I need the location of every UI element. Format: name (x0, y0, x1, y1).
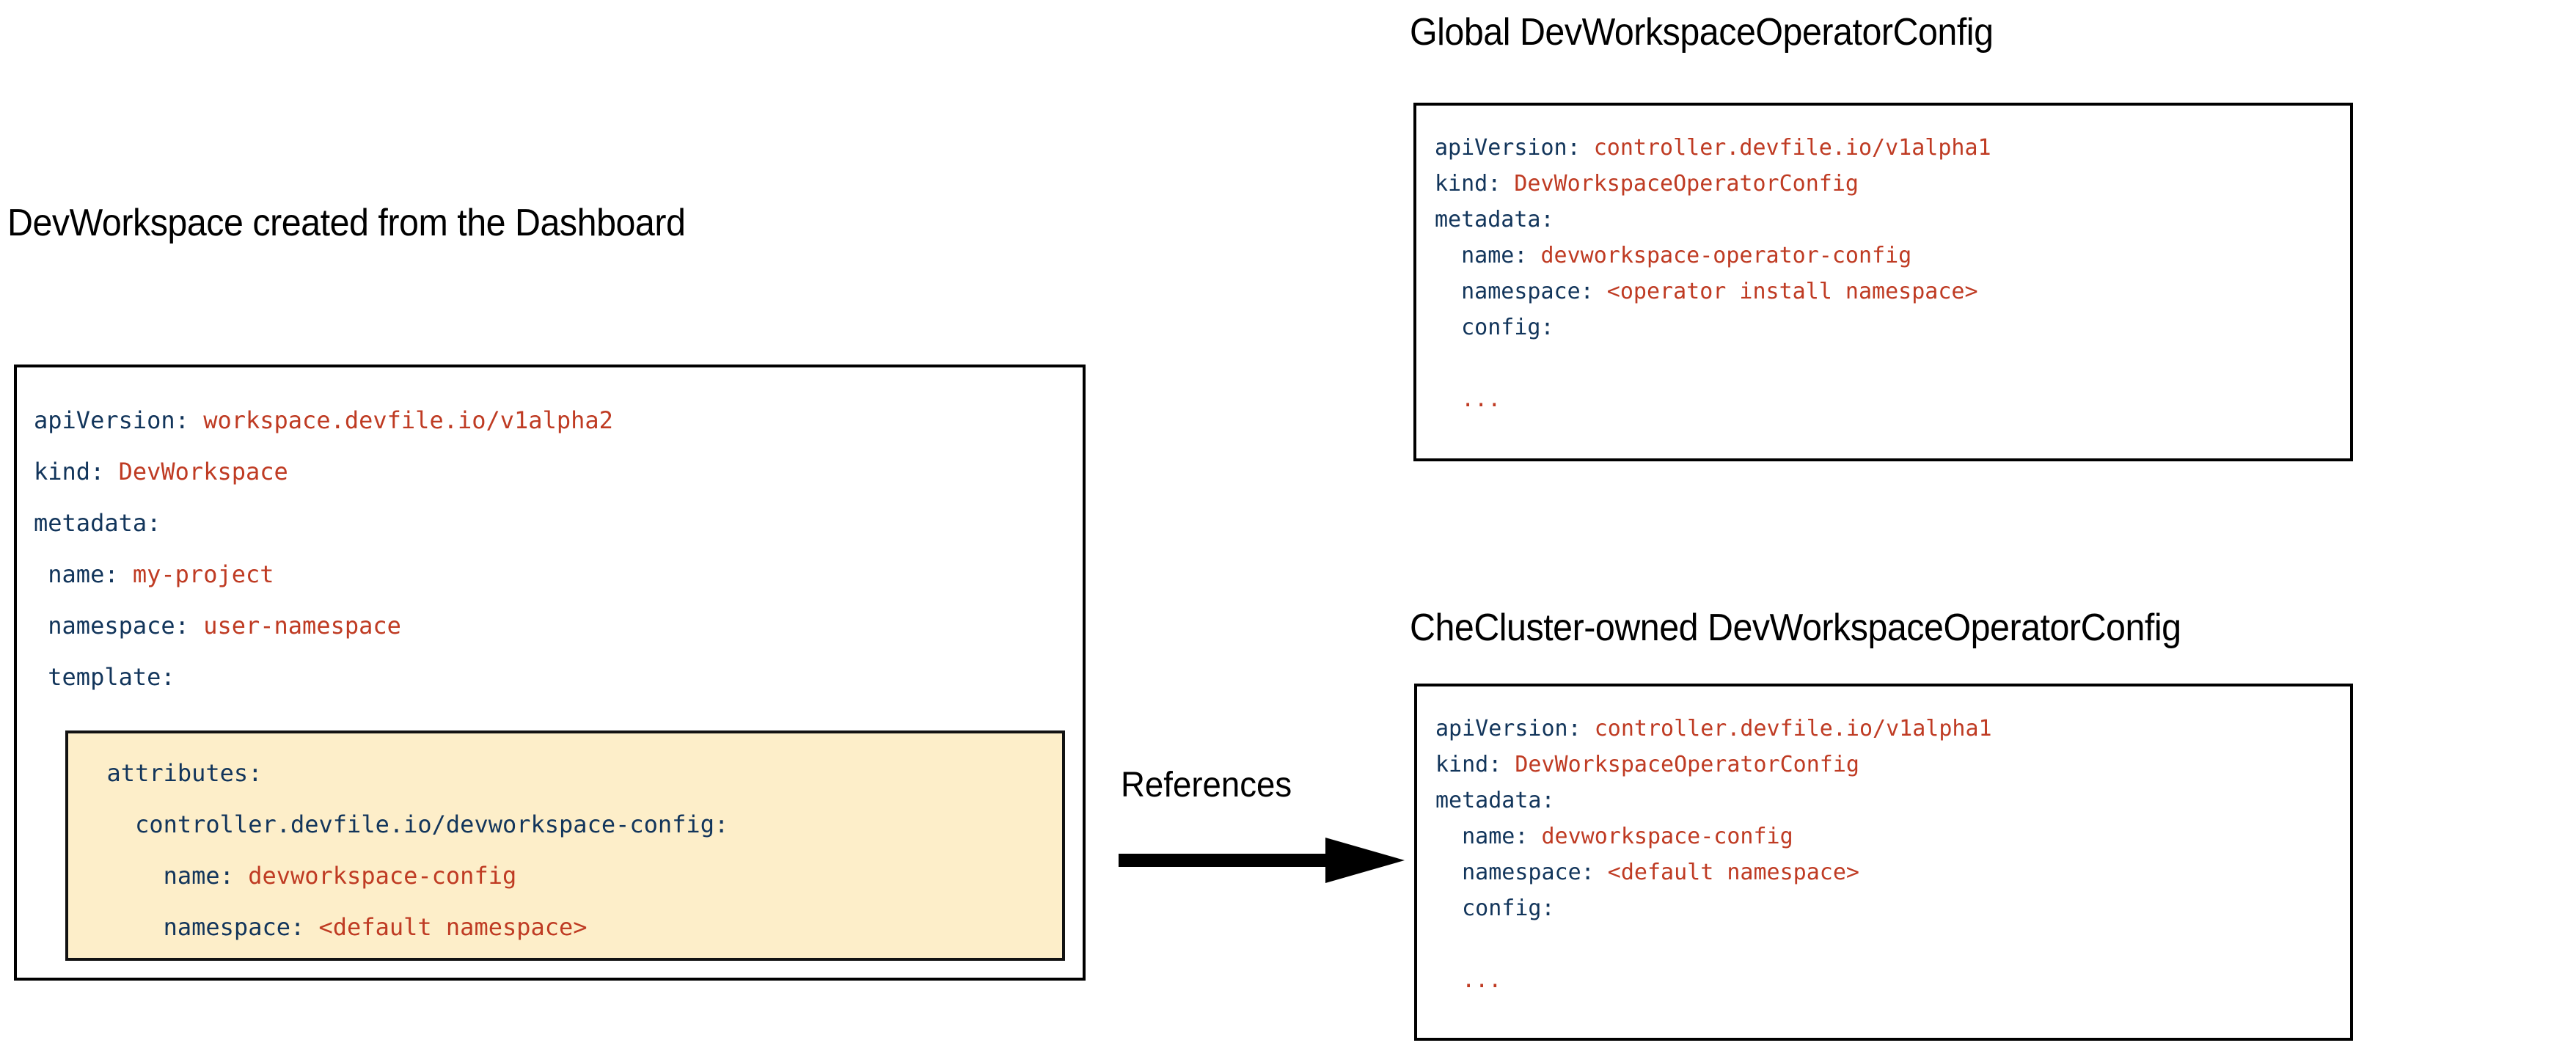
code-key: namespace: (78, 913, 305, 941)
code-key: template: (34, 663, 175, 691)
code-key (1435, 967, 1462, 993)
checluster-dwoc-code-lines: apiVersion: controller.devfile.io/v1alph… (1435, 711, 1992, 998)
code-value: <default namespace> (1594, 860, 1859, 885)
code-value: DevWorkspace (104, 458, 288, 486)
checluster-dwoc-code-block: apiVersion: controller.devfile.io/v1alph… (1414, 684, 2353, 1041)
arrow-right-icon (1119, 835, 1405, 886)
code-line: config: (1435, 890, 1992, 926)
code-line: namespace: <default namespace> (1435, 854, 1992, 890)
code-key: name: (34, 560, 119, 588)
code-value: <default namespace> (304, 913, 588, 941)
code-line: apiVersion: workspace.devfile.io/v1alpha… (34, 395, 613, 446)
code-value: controller.devfile.io/v1alpha1 (1580, 135, 1991, 161)
code-key: namespace: (1435, 860, 1595, 885)
devworkspace-config-attribute-lines: attributes: controller.devfile.io/devwor… (78, 747, 729, 953)
code-line: namespace: <operator install namespace> (1435, 274, 1991, 310)
code-key: kind: (1435, 752, 1502, 777)
code-key: namespace: (34, 612, 189, 640)
code-value: devworkspace-config (233, 862, 517, 890)
code-key: name: (78, 862, 234, 890)
devworkspace-config-attribute-highlight: attributes: controller.devfile.io/devwor… (65, 730, 1065, 961)
code-value: ... (1462, 967, 1502, 993)
code-key: apiVersion: (1435, 135, 1581, 161)
code-key: metadata: (34, 509, 161, 537)
code-value: <operator install namespace> (1593, 279, 1978, 304)
code-value: ... (1461, 387, 1501, 412)
code-key: config: (1435, 315, 1554, 340)
code-line: ... (1435, 381, 1991, 417)
code-key (1435, 387, 1461, 412)
code-key: kind: (1435, 171, 1501, 197)
code-key: metadata: (1435, 788, 1555, 813)
code-line: apiVersion: controller.devfile.io/v1alph… (1435, 130, 1991, 166)
code-line: kind: DevWorkspaceOperatorConfig (1435, 747, 1992, 783)
code-key: apiVersion: (1435, 716, 1581, 741)
devworkspace-code-lines: apiVersion: workspace.devfile.io/v1alpha… (34, 395, 613, 703)
code-line (1435, 926, 1992, 962)
devworkspace-code-block: apiVersion: workspace.devfile.io/v1alpha… (14, 365, 1086, 981)
code-value: devworkspace-config (1528, 824, 1793, 849)
code-line: metadata: (1435, 202, 1991, 238)
code-line: template: (34, 651, 613, 703)
code-key: apiVersion: (34, 406, 189, 434)
code-line: config: (1435, 310, 1991, 345)
code-key: config: (1435, 896, 1555, 921)
code-key: namespace: (1435, 279, 1594, 304)
right-bottom-panel-title: CheCluster-owned DevWorkspaceOperatorCon… (1410, 607, 2181, 649)
code-value: workspace.devfile.io/v1alpha2 (189, 406, 613, 434)
code-key: attributes: (78, 759, 263, 787)
code-line: name: my-project (34, 549, 613, 600)
code-line (1435, 345, 1991, 381)
code-line: name: devworkspace-config (78, 850, 728, 901)
code-value: my-project (118, 560, 274, 588)
code-value: DevWorkspaceOperatorConfig (1501, 171, 1859, 197)
code-key: name: (1435, 824, 1529, 849)
references-label: References (1121, 766, 1292, 805)
code-line: namespace: <default namespace> (78, 901, 728, 953)
code-line: attributes: (78, 747, 728, 799)
left-panel-title: DevWorkspace created from the Dashboard (7, 202, 686, 244)
code-line: kind: DevWorkspaceOperatorConfig (1435, 166, 1991, 202)
code-line: metadata: (1435, 783, 1992, 819)
code-key: metadata: (1435, 207, 1554, 232)
code-line: ... (1435, 962, 1992, 998)
code-value: user-namespace (189, 612, 401, 640)
code-value: DevWorkspaceOperatorConfig (1501, 752, 1859, 777)
global-dwoc-code-block: apiVersion: controller.devfile.io/v1alph… (1413, 103, 2353, 461)
code-line: metadata: (34, 497, 613, 549)
code-line: namespace: user-namespace (34, 600, 613, 651)
code-line: name: devworkspace-config (1435, 819, 1992, 854)
code-key: kind: (34, 458, 105, 486)
code-key: name: (1435, 243, 1528, 268)
code-key: controller.devfile.io/devworkspace-confi… (78, 810, 729, 838)
code-line: apiVersion: controller.devfile.io/v1alph… (1435, 711, 1992, 747)
code-line: controller.devfile.io/devworkspace-confi… (78, 799, 728, 850)
right-top-panel-title: Global DevWorkspaceOperatorConfig (1410, 11, 1994, 54)
code-line: kind: DevWorkspace (34, 446, 613, 497)
code-value: controller.devfile.io/v1alpha1 (1581, 716, 1992, 741)
global-dwoc-code-lines: apiVersion: controller.devfile.io/v1alph… (1435, 130, 1991, 417)
code-value: devworkspace-operator-config (1527, 243, 1912, 268)
code-line: name: devworkspace-operator-config (1435, 238, 1991, 274)
